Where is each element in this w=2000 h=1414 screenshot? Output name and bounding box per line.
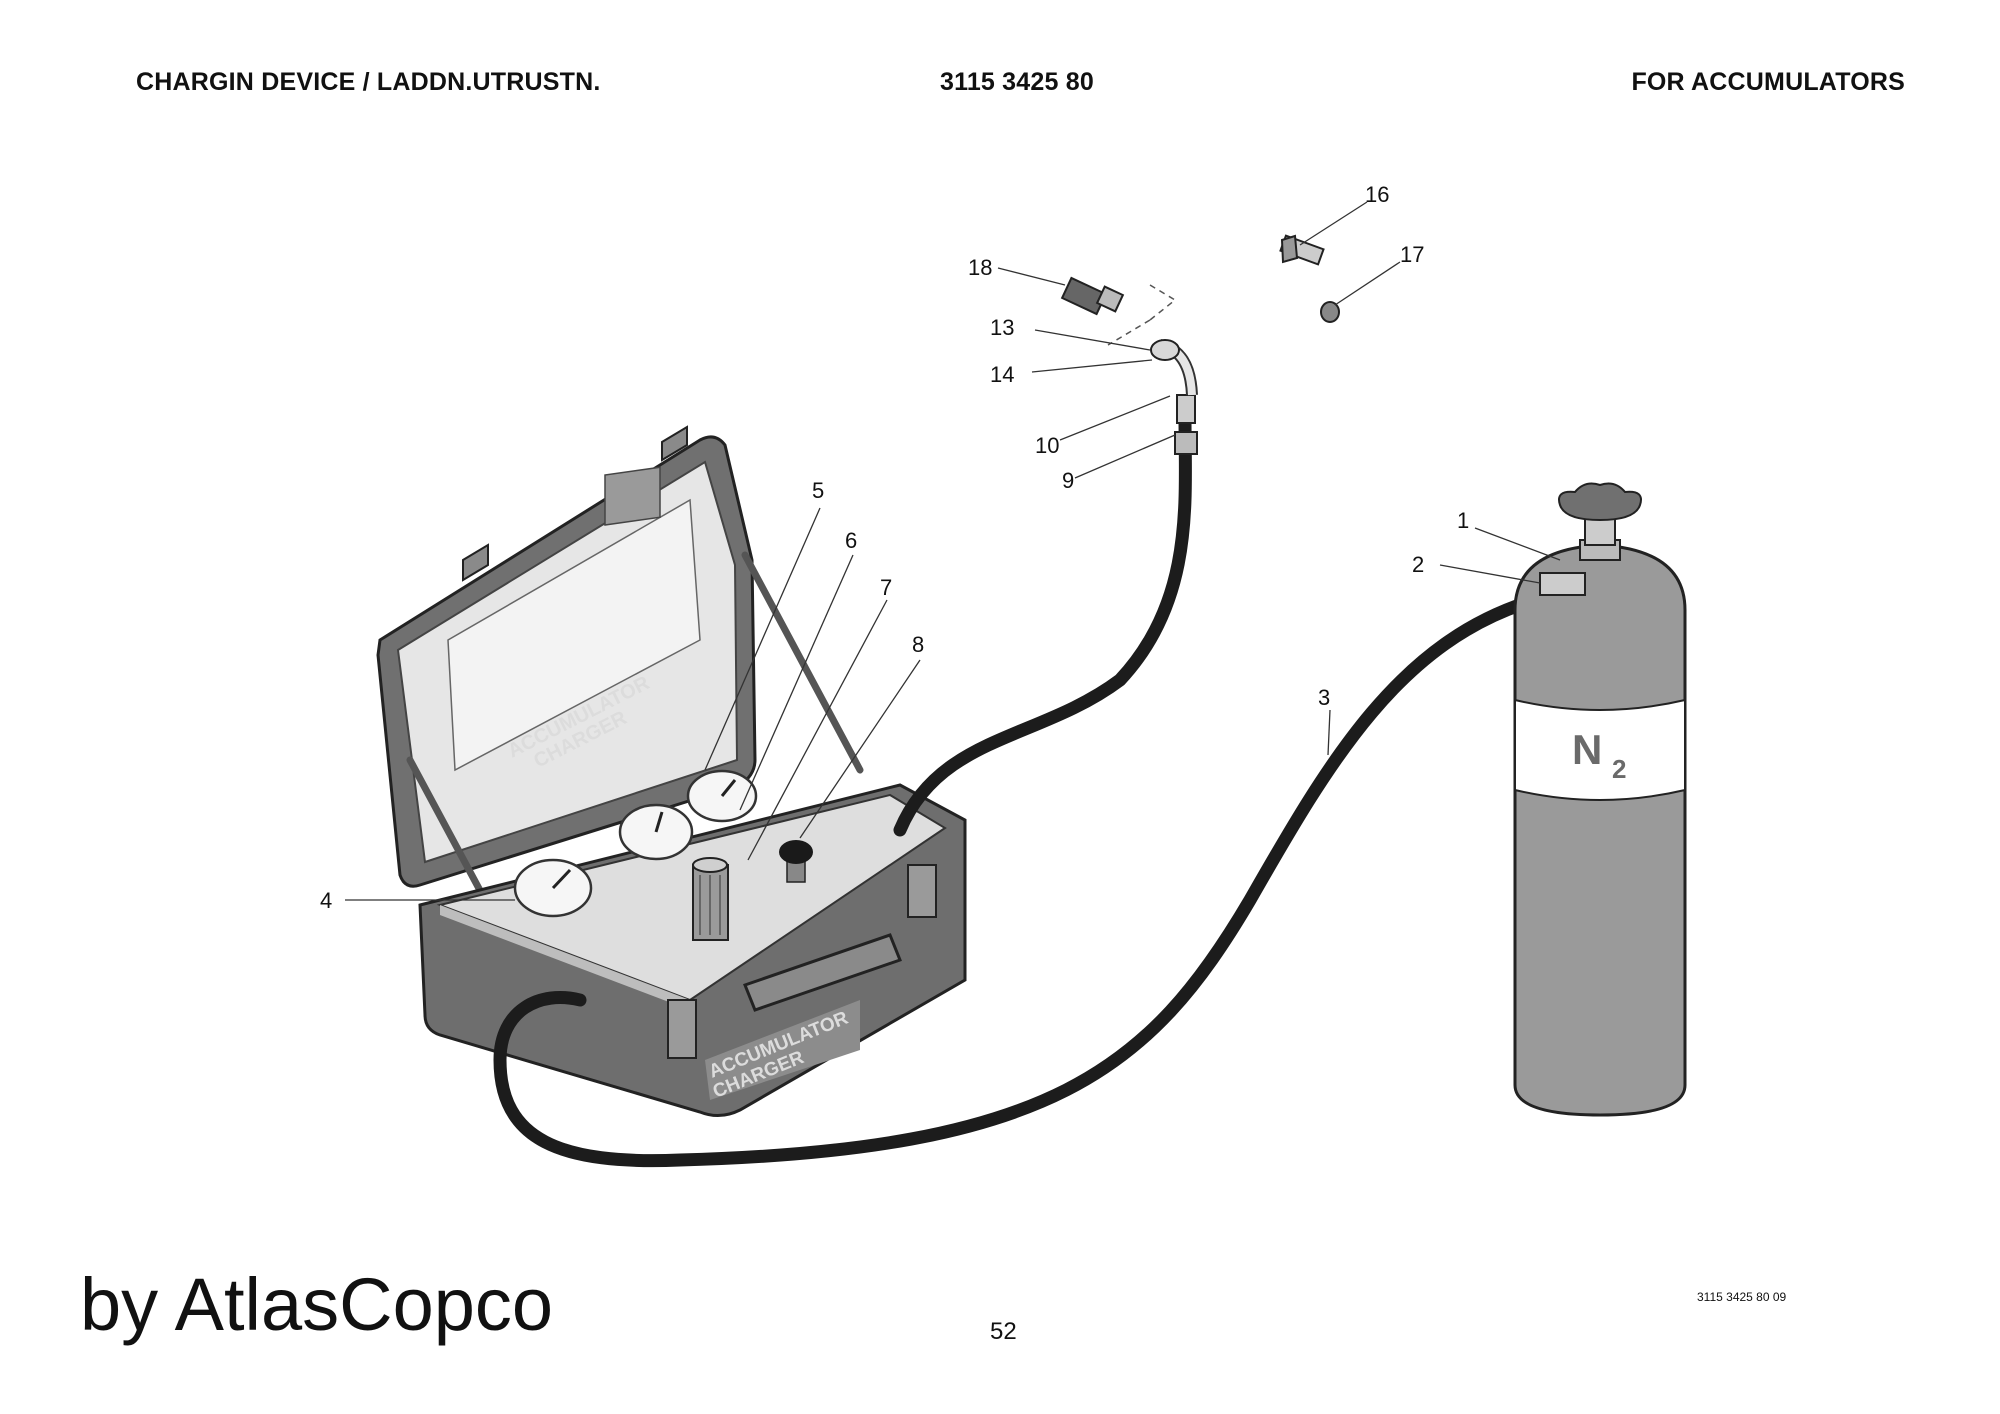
latch-front-right — [907, 864, 937, 918]
callout-16: 16 — [1365, 182, 1389, 207]
latch-front-left — [667, 999, 697, 1059]
lid-nameplate — [604, 466, 661, 526]
cylinder-gas-label-subscript: 2 — [1612, 754, 1626, 784]
gauge-charging-pressure — [618, 803, 694, 861]
callout-8: 8 — [912, 632, 924, 657]
hose-charging — [893, 411, 1192, 837]
cylinder-valve-handwheel — [1558, 482, 1642, 522]
callout-9: 9 — [1062, 468, 1074, 493]
callout-10: 10 — [1035, 433, 1059, 458]
cylinder-connector — [1539, 572, 1586, 596]
nipple-16 — [1279, 234, 1325, 266]
header-subtitle: FOR ACCUMULATORS — [1631, 68, 1905, 96]
hose-end-fitting — [1150, 339, 1198, 455]
hose-supply — [493, 593, 1542, 1168]
filter-canister — [692, 857, 729, 941]
callout-leaders — [345, 201, 1561, 901]
brand-footer: by AtlasCopco — [80, 1263, 554, 1346]
nitrogen-cylinder: N 2 — [1513, 482, 1687, 1117]
header-part-number: 3115 3425 80 — [940, 68, 1094, 96]
drawing-reference: 3115 3425 80 09 — [1697, 1290, 1787, 1304]
callout-2: 2 — [1412, 552, 1424, 577]
callout-18: 18 — [968, 255, 992, 280]
gauge-system-pressure — [686, 769, 758, 823]
lid-strut-right — [741, 551, 864, 774]
callout-4: 4 — [320, 888, 332, 913]
callout-6: 6 — [845, 528, 857, 553]
cap-17 — [1320, 301, 1340, 323]
callout-13: 13 — [990, 315, 1014, 340]
cylinder-gas-label: N — [1572, 726, 1602, 773]
page-number: 52 — [990, 1318, 1017, 1345]
callout-1: 1 — [1457, 508, 1469, 533]
callout-labels: 1 2 3 4 5 6 7 8 9 10 13 14 16 17 18 — [320, 182, 1469, 913]
callout-14: 14 — [990, 362, 1014, 387]
case-body: ACCUMULATOR CHARGER — [418, 769, 967, 1117]
callout-3: 3 — [1318, 685, 1330, 710]
callout-7: 7 — [880, 575, 892, 600]
header-title: CHARGIN DEVICE / LADDN.UTRUSTN. — [136, 68, 601, 96]
case-handle — [743, 933, 902, 1012]
case-lid: ACCUMULATOR CHARGER — [376, 425, 757, 888]
adapter-18 — [1060, 276, 1177, 346]
callout-5: 5 — [812, 478, 824, 503]
regulator-knob — [779, 840, 813, 883]
gauge-cylinder-pressure — [513, 858, 593, 918]
callout-17: 17 — [1400, 242, 1424, 267]
